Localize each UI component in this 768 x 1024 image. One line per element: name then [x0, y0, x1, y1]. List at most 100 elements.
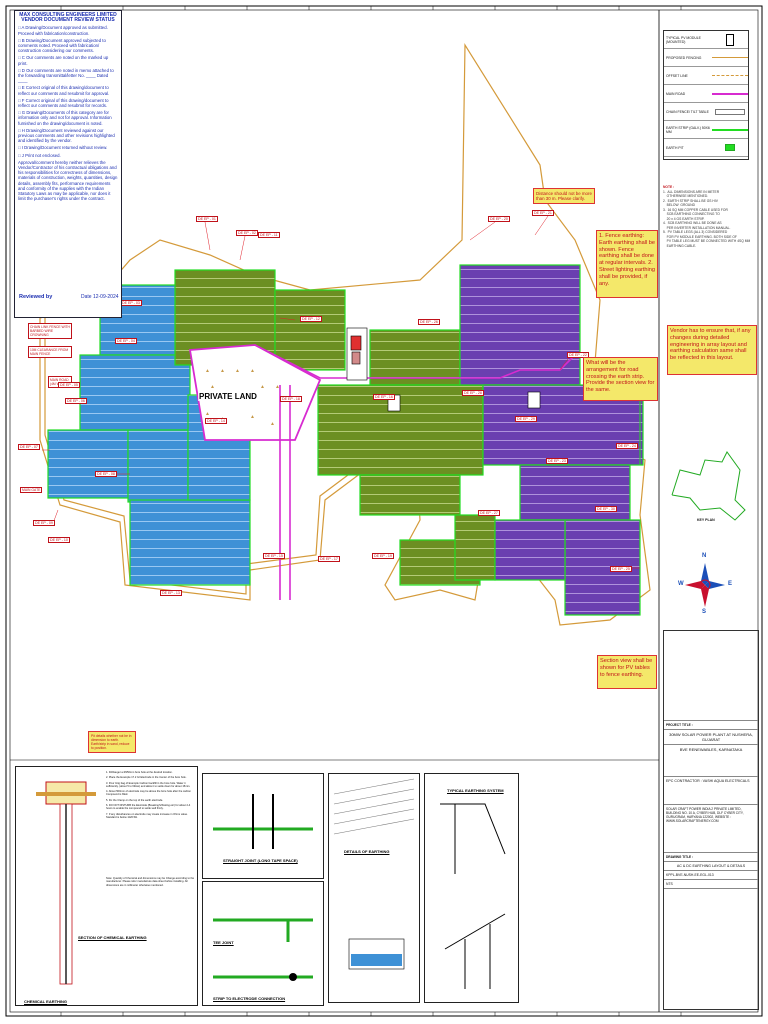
section-chemical-title: SECTION OF CHEMICAL EARTHING [78, 935, 147, 940]
typical-earthing-title: TYPICAL EARTHING SYSTEM [447, 788, 504, 793]
chain-link-label: CHAIN LINK FENCE WITH BARBED WIRE CROWNI… [28, 323, 72, 339]
notes-title: NOTE : [663, 185, 675, 189]
epc-contractor: EPC CONTRACTOR : VASHI AQUA ELECTRICALS [664, 777, 758, 805]
stamp-date-value: 12-09-2024 [92, 294, 119, 300]
vendor-review-stamp: MAX CONSULTING ENGINEERS LIMITED VENDOR … [14, 10, 122, 318]
legend-label: CHAIN FENCE/ TILT TABLE [666, 109, 709, 114]
drawing-number: KPPL-BVE-NUSH-EE-EGL-013 [664, 871, 758, 880]
earth-pit-label: DE EP - 20 [488, 216, 510, 222]
legend-row: TYPICAL PV MODULE (MOUNTED) [664, 31, 748, 49]
stamp-item: □ I Drawing/Document returned without re… [18, 145, 108, 151]
project-title-label: PROJECT TITLE : [664, 721, 758, 730]
earth-pit-label: DE EP - 13 [160, 590, 182, 596]
compass-e: E [728, 581, 733, 587]
svg-text:▲: ▲ [210, 384, 215, 390]
control-room [346, 327, 541, 412]
note-line: BELOW GROUND [663, 203, 696, 207]
note-line: SCB EARTHING CONNECTING TO [663, 212, 720, 216]
svg-text:▲: ▲ [250, 414, 255, 420]
stamp-item-list: □ A Drawing/Document approved as submitt… [18, 25, 118, 157]
strip-symbol [712, 128, 748, 131]
earth-pit-label: DE EP - 16 [373, 394, 395, 400]
earth-pit-label: DE EP - 12 [300, 316, 322, 322]
client-name: BVE RENEWABLES, KARNATAKA [664, 745, 758, 777]
earth-pit-label: DE EP - 08 [95, 471, 117, 477]
legend-row: EARTH PIT [664, 139, 748, 157]
note-line: 20 x 4 GS EARTH STRIP. [663, 216, 705, 221]
earth-pit-label: DE EP - 06 [65, 398, 87, 404]
earth-pit-label: DE EP - 11 [258, 232, 280, 238]
svg-text:▲: ▲ [205, 368, 210, 374]
typical-earthing-panel: TYPICAL EARTHING SYSTEM [424, 773, 519, 1003]
earth-pit-label: DE EP - 17 [318, 556, 340, 562]
stamp-item: □ D Our comments are noted in memo attac… [18, 67, 114, 84]
chemical-earthing-panel: 1. Drill/auger a Ø150mm bore hole at the… [15, 766, 198, 1006]
legend-label: EARTH PIT [666, 145, 684, 150]
straight-joint-drawing [213, 794, 313, 849]
clearance-label: 10M CLEARANCE FROM MAIN FENCE [28, 346, 72, 358]
earth-pit-label: DE EP - 05 [58, 382, 80, 388]
earth-pit-label: DE EP - 22 [567, 352, 589, 358]
straight-joint-title: STRAIGHT JOINT (LONG TAPE SPACE) [223, 858, 298, 863]
svg-text:▲: ▲ [270, 421, 275, 427]
earth-pit-label: DE EP - 14 [205, 418, 227, 424]
earth-pit-label: DE EP - 27 [478, 510, 500, 516]
compass-rose [685, 563, 725, 607]
earth-pit-label: DE EP - 26 [418, 319, 440, 325]
chem-note-line: 1. Drill/auger a Ø150mm bore hole at the… [106, 771, 173, 774]
chemical-earthing-drawing [36, 781, 96, 985]
fence-symbol [712, 57, 748, 58]
earth-pit-label: DE EP - 25 [610, 566, 632, 572]
typical-earthing-drawing [440, 803, 506, 989]
drawing-title-label: DRAWING TITLE : [664, 853, 758, 862]
legend-label: PROPOSED FENCING [666, 55, 702, 60]
note-line: 3. 16 SQ MM COPPER CABLE USED FOR [663, 207, 728, 212]
stamp-header-2: VENDOR DOCUMENT REVIEW STATUS [21, 17, 115, 24]
chem-note-line: 7. If any disturbances on electrode may … [106, 812, 188, 819]
chemical-earthing-title: CHEMICAL EARTHING [24, 999, 68, 1004]
legend-label: EARTH STRIP (GALV.) 50X6 MM [666, 125, 710, 134]
chem-note-extra: Note: Quantity of Chemical and dimension… [106, 877, 195, 887]
general-notes: NOTE : 1. ALL DIMENSIONS ARE IN METER OT… [663, 185, 751, 248]
drawing-name: AC & DC EARTHING LAYOUT & DETAILS [664, 862, 758, 871]
stamp-item: □ J Print not enclosed. [18, 152, 61, 158]
svg-text:▲: ▲ [205, 411, 210, 417]
pv-block-green [174, 269, 496, 586]
earth-pit-label: DE EP - 07 [18, 444, 40, 450]
earth-pit-label: DE EP - 21 [532, 210, 554, 216]
svg-text:▲: ▲ [250, 368, 255, 374]
legend-row: CHAIN FENCE/ TILT TABLE [664, 103, 748, 121]
legend-table: TYPICAL PV MODULE (MOUNTED) PROPOSED FENC… [663, 30, 749, 160]
note-line: PV TABLE LEG MUST BE CONNECTED WITH 4SQ … [663, 239, 751, 243]
earth-pit-label: DE EP - 01 [196, 216, 218, 222]
earth-pit-label: DE EP - 02 [236, 230, 258, 236]
svg-text:▲: ▲ [275, 384, 280, 390]
note-line: EARTHING CABLE. [663, 243, 697, 248]
offset-symbol [712, 75, 748, 76]
straight-joint-panel: STRAIGHT JOINT (LONG TAPE SPACE) [202, 773, 324, 879]
note-line: 2. EARTH STRIP SHALL BE GS HIV [663, 198, 718, 203]
stamp-disclaimer: Approval/comment hereby neither relieves… [18, 159, 118, 202]
note-line: OTHERWISE MENTIONED. [663, 194, 709, 198]
tee-joint-title: TEE JOINT [213, 940, 234, 945]
compass-w: W [678, 581, 684, 587]
pit-symbol [712, 144, 748, 151]
chem-note-line: 2. Place the Example 17.2 GI Electrode i… [106, 776, 187, 780]
comment-vendor-changes: Vendor has to ensure that, if any change… [667, 325, 757, 375]
legend-row: OFFSET LINE [664, 67, 748, 85]
chem-note-line: 6. DO NOT DISTURB the Electrode (Breakin… [106, 804, 191, 811]
private-land-label: PRIVATE LAND [198, 392, 258, 401]
svg-text:▲: ▲ [260, 384, 265, 390]
earth-pit-label: DE EP - 09 [33, 520, 55, 526]
legend-label: MAIN ROAD [666, 91, 686, 96]
svg-text:▲: ▲ [220, 368, 225, 374]
details-earthing-panel: DETAILS OF EARTHING [328, 773, 420, 1003]
note-line: 1. ALL DIMENSIONS ARE IN METER [663, 189, 720, 194]
project-name: 30MW SOLAR POWER PLANT AT NUSHERA, GUJAR… [664, 730, 758, 745]
legend-row: MAIN ROAD [664, 85, 748, 103]
stamp-date-label: Date [81, 294, 92, 300]
earth-pit-label: DE EP - 29 [515, 416, 537, 422]
note-line: 5. PV TABLE LEGS (ALL 3) CONSIDERED [663, 230, 728, 234]
earth-pit-label: DE EP - 24 [616, 443, 638, 449]
